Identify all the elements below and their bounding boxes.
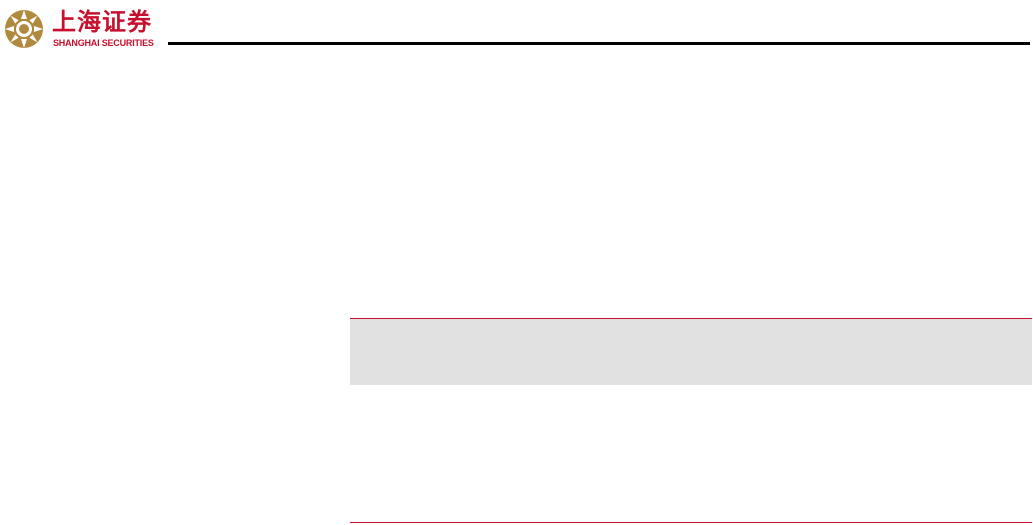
logo-chinese-name: 上海证券 <box>52 8 152 36</box>
header-divider <box>168 42 1030 45</box>
logo-english-name: SHANGHAI SECURITIES <box>53 38 154 48</box>
shanghai-securities-logo-icon <box>5 10 43 48</box>
table-bottom-rule <box>350 522 1032 523</box>
page-header: 上海证券 SHANGHAI SECURITIES <box>0 0 1033 60</box>
table-header-band <box>350 318 1032 385</box>
